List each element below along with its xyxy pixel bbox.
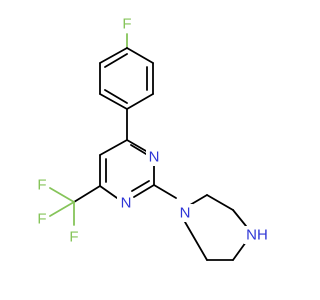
bond-pyrimidine: [133, 184, 155, 198]
bond-piperazine: [184, 221, 208, 261]
bond-pyrimidine: [99, 139, 128, 156]
atom-n-pyrimidine: N: [149, 149, 160, 166]
atom-f-cf3: F: [37, 211, 46, 228]
atom-f-cf3: F: [69, 229, 78, 246]
atom-f-cf3: F: [37, 177, 46, 194]
bond-phenyl-double: [104, 89, 128, 104]
bond-phenyl: [126, 47, 154, 64]
bond-piperazine: [189, 194, 208, 206]
bond-phenyl: [99, 93, 128, 110]
molecule-structure: F N N N NH F F F: [35, 14, 270, 261]
bond-phenyl: [99, 47, 128, 64]
bond-pyrimidine-double: [130, 144, 147, 155]
bond-phenyl-double: [104, 53, 128, 68]
atom-nh-piperazine: NH: [246, 227, 268, 244]
bond-phenyl: [126, 93, 154, 110]
pyrimidine-ring: [99, 139, 155, 199]
bond-piperazine: [232, 209, 247, 227]
bond-pyrimidine-double: [131, 180, 150, 192]
piperazine-ring: [184, 194, 247, 261]
bond-ring-cf3: [73, 185, 101, 203]
atom-n-piperazine: N: [180, 205, 191, 222]
trifluoromethyl-group: [49, 185, 101, 226]
bond-c-f: [49, 187, 75, 203]
bond-c-f: [49, 201, 75, 217]
bond-piperazine: [206, 194, 234, 211]
atom-n-pyrimidine: N: [121, 195, 132, 212]
atom-f-para: F: [122, 16, 131, 33]
bond-pyrimidine: [126, 139, 147, 152]
bond-piperazine: [232, 241, 247, 261]
atom-labels: F N N N NH F F F: [35, 14, 270, 246]
fluorophenyl-group: [99, 33, 154, 110]
bond-pyrimidine-piperazine: [153, 184, 177, 199]
bond-pyrimidine: [99, 185, 118, 199]
